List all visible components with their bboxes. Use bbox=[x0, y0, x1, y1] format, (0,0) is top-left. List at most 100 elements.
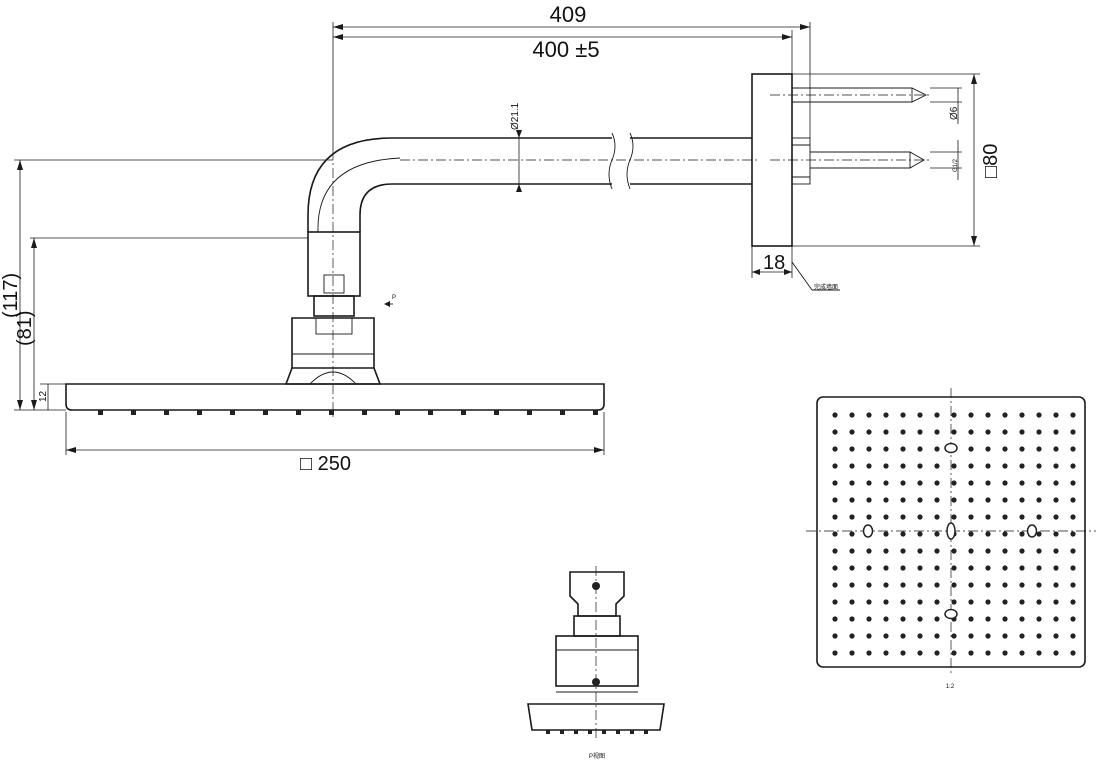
spray-nozzle bbox=[866, 497, 872, 503]
spray-nozzle bbox=[917, 650, 923, 656]
spray-nozzle bbox=[951, 582, 957, 588]
spray-nozzle bbox=[985, 463, 991, 469]
spray-nozzle bbox=[900, 548, 906, 554]
spray-nozzle bbox=[1019, 599, 1025, 605]
spray-nozzle bbox=[849, 548, 855, 554]
spray-nozzle bbox=[832, 497, 838, 503]
spray-nozzle bbox=[917, 412, 923, 418]
spray-nozzle bbox=[917, 514, 923, 520]
spray-nozzle bbox=[883, 650, 889, 656]
spray-nozzle bbox=[883, 514, 889, 520]
spray-nozzle bbox=[1019, 463, 1025, 469]
wall-flange bbox=[751, 73, 930, 247]
marker-nozzle bbox=[944, 608, 958, 620]
spray-nozzle bbox=[849, 582, 855, 588]
pview-nozzle bbox=[616, 730, 620, 734]
spray-nozzle bbox=[968, 463, 974, 469]
spray-nozzle bbox=[917, 548, 923, 554]
spray-nozzle bbox=[832, 429, 838, 435]
spray-nozzle bbox=[849, 463, 855, 469]
spray-nozzle bbox=[883, 446, 889, 452]
spray-nozzle bbox=[934, 514, 940, 520]
side-nozzle bbox=[230, 410, 235, 415]
spray-nozzle bbox=[917, 463, 923, 469]
spray-nozzle bbox=[1002, 633, 1008, 639]
dim-flange-text: □80 bbox=[980, 144, 1002, 178]
spray-nozzle bbox=[832, 650, 838, 656]
spray-nozzle bbox=[968, 582, 974, 588]
spray-nozzle bbox=[1053, 480, 1059, 486]
spray-nozzle bbox=[883, 565, 889, 571]
spray-nozzle bbox=[1019, 480, 1025, 486]
spray-nozzle bbox=[985, 497, 991, 503]
spray-nozzle bbox=[1002, 565, 1008, 571]
spray-nozzle bbox=[917, 480, 923, 486]
spray-nozzle bbox=[883, 497, 889, 503]
spray-nozzle bbox=[849, 531, 855, 537]
spray-nozzle bbox=[849, 497, 855, 503]
spray-nozzle bbox=[917, 633, 923, 639]
spray-nozzle bbox=[866, 633, 872, 639]
spray-nozzle bbox=[968, 565, 974, 571]
spray-nozzle bbox=[1019, 514, 1025, 520]
spray-nozzle bbox=[1070, 412, 1076, 418]
spray-nozzle bbox=[917, 582, 923, 588]
spray-nozzle bbox=[985, 616, 991, 622]
spray-nozzle bbox=[1019, 531, 1025, 537]
side-nozzle bbox=[593, 410, 598, 415]
spray-nozzle bbox=[934, 412, 940, 418]
spray-nozzle bbox=[1053, 514, 1059, 520]
spray-nozzle bbox=[849, 412, 855, 418]
spray-nozzle bbox=[968, 599, 974, 605]
spray-nozzle bbox=[968, 633, 974, 639]
pview-nozzle bbox=[574, 730, 578, 734]
spray-nozzle bbox=[1002, 463, 1008, 469]
spray-nozzle bbox=[849, 565, 855, 571]
spray-nozzle bbox=[883, 633, 889, 639]
spray-nozzle bbox=[1002, 480, 1008, 486]
spray-nozzle bbox=[985, 599, 991, 605]
pview-nozzle bbox=[560, 730, 564, 734]
pview-nozzle bbox=[588, 730, 592, 734]
spray-nozzle bbox=[934, 531, 940, 537]
spray-nozzle bbox=[968, 497, 974, 503]
spray-nozzle bbox=[917, 599, 923, 605]
spray-nozzle bbox=[832, 412, 838, 418]
spray-nozzle bbox=[866, 480, 872, 486]
spray-nozzle bbox=[1053, 582, 1059, 588]
spray-nozzle bbox=[832, 548, 838, 554]
spray-nozzle bbox=[1053, 463, 1059, 469]
spray-nozzle bbox=[832, 514, 838, 520]
spray-nozzle bbox=[934, 650, 940, 656]
spray-nozzle bbox=[866, 650, 872, 656]
spray-nozzle bbox=[968, 548, 974, 554]
spray-nozzle bbox=[1070, 514, 1076, 520]
spray-nozzle bbox=[951, 565, 957, 571]
dim-18-text: 18 bbox=[763, 252, 785, 274]
wall-note-text: 完成墙面 bbox=[814, 283, 838, 291]
dimension-400: 400 ±5 bbox=[333, 30, 793, 74]
spray-nozzle bbox=[1070, 633, 1076, 639]
spray-nozzle bbox=[934, 480, 940, 486]
spray-nozzle bbox=[934, 429, 940, 435]
spray-nozzle bbox=[883, 412, 889, 418]
spray-nozzle bbox=[934, 463, 940, 469]
shower-arm bbox=[307, 132, 760, 420]
spray-nozzle bbox=[849, 480, 855, 486]
spray-nozzle bbox=[917, 429, 923, 435]
spray-nozzle bbox=[1053, 531, 1059, 537]
head-plate-side bbox=[65, 383, 605, 415]
dimension-250: □ 250 bbox=[65, 412, 605, 475]
spray-nozzle bbox=[900, 514, 906, 520]
dimension-thread: G1/2 bbox=[930, 140, 962, 180]
spray-nozzle bbox=[832, 446, 838, 452]
spray-nozzle bbox=[900, 582, 906, 588]
spray-nozzle bbox=[1070, 497, 1076, 503]
dim-400-text: 400 ±5 bbox=[532, 37, 599, 62]
side-nozzle bbox=[494, 410, 499, 415]
spray-nozzle bbox=[951, 429, 957, 435]
spray-nozzle bbox=[849, 599, 855, 605]
spray-nozzle bbox=[1019, 582, 1025, 588]
spray-nozzle bbox=[866, 463, 872, 469]
